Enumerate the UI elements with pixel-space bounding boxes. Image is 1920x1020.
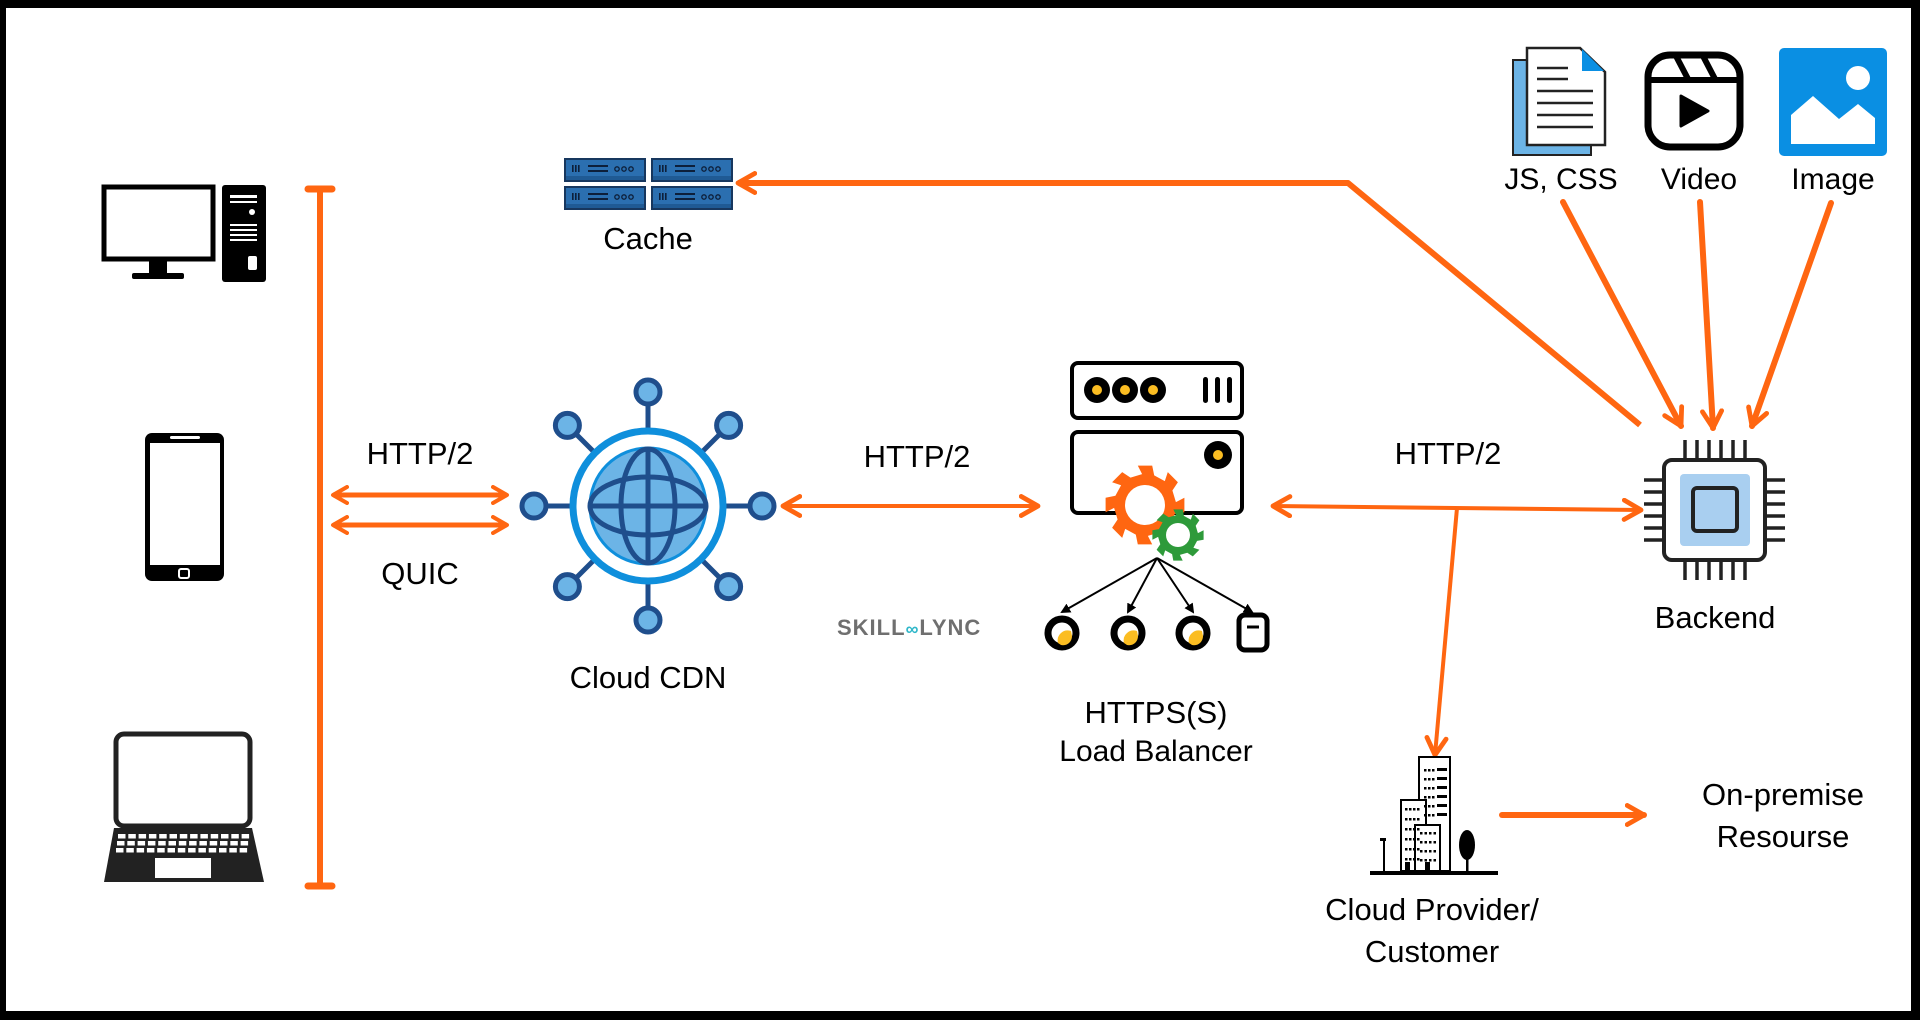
load-balancer-icon — [1044, 361, 1270, 653]
desktop-icon — [101, 184, 266, 282]
cloud-cdn-icon — [519, 377, 777, 635]
cache-server-unit — [651, 186, 733, 210]
quic-label: QUIC — [381, 556, 459, 591]
js-css-label: JS, CSS — [1504, 163, 1618, 196]
js-css-to-backend-arrow — [1560, 199, 1685, 429]
lb-title-label: HTTPS(S) — [1084, 695, 1228, 730]
cloud-provider-buildings-icon — [1370, 756, 1498, 875]
image-to-backend-arrow — [1746, 200, 1834, 429]
cdn-node — [552, 572, 582, 602]
lb-subtitle-label: Load Balancer — [1059, 735, 1253, 768]
cdn-node — [552, 410, 582, 440]
cache-server-unit — [564, 158, 646, 182]
cdn-node — [633, 377, 663, 407]
cdn-node — [747, 491, 777, 521]
image-label: Image — [1791, 163, 1875, 196]
paperclip-icon: ∞ — [905, 619, 920, 639]
backend-chip-icon — [1644, 440, 1785, 580]
smartphone-icon — [145, 433, 224, 581]
video-label: Video — [1660, 163, 1738, 196]
cdn-node — [519, 491, 549, 521]
lb-to-cloud-provider-arrow — [1424, 507, 1459, 758]
http2-cdn-lb-label: HTTP/2 — [863, 439, 971, 474]
onprem-label-line1: On-premise — [1702, 777, 1864, 812]
video-to-backend-arrow — [1697, 199, 1725, 431]
cache-servers-icon — [564, 158, 733, 210]
video-icon — [1644, 51, 1744, 151]
cloud-cdn-label: Cloud CDN — [569, 660, 727, 695]
backend-instance-icon — [1110, 615, 1146, 651]
client-boundary-line — [304, 185, 336, 890]
gear-green-icon — [1152, 509, 1204, 561]
backend-instance-icon — [1175, 615, 1211, 651]
cache-label: Cache — [603, 221, 693, 256]
cdn-node — [714, 572, 744, 602]
laptop-icon — [104, 731, 264, 882]
image-icon — [1779, 48, 1887, 156]
cache-server-unit — [564, 186, 646, 210]
storage-bucket-icon — [1236, 612, 1270, 653]
backend-instance-icon — [1044, 615, 1080, 651]
backend-to-cache-arrow — [735, 171, 1642, 428]
cdn-node — [633, 605, 663, 635]
watermark-right: LYNC — [919, 615, 982, 640]
cdn-node — [714, 410, 744, 440]
onprem-label-line2: Resourse — [1716, 819, 1850, 854]
js-css-document-icon — [1512, 46, 1607, 156]
cloud-provider-label-line1: Cloud Provider/ — [1325, 892, 1539, 927]
backend-label: Backend — [1654, 600, 1776, 635]
watermark-left: SKILL — [837, 615, 906, 640]
skill-lync-watermark: SKILL∞LYNC — [837, 615, 981, 641]
http2-client-label: HTTP/2 — [366, 436, 474, 471]
http2-lb-backend-label: HTTP/2 — [1394, 436, 1502, 471]
cloud-provider-label-line2: Customer — [1364, 934, 1500, 969]
cache-server-unit — [651, 158, 733, 182]
